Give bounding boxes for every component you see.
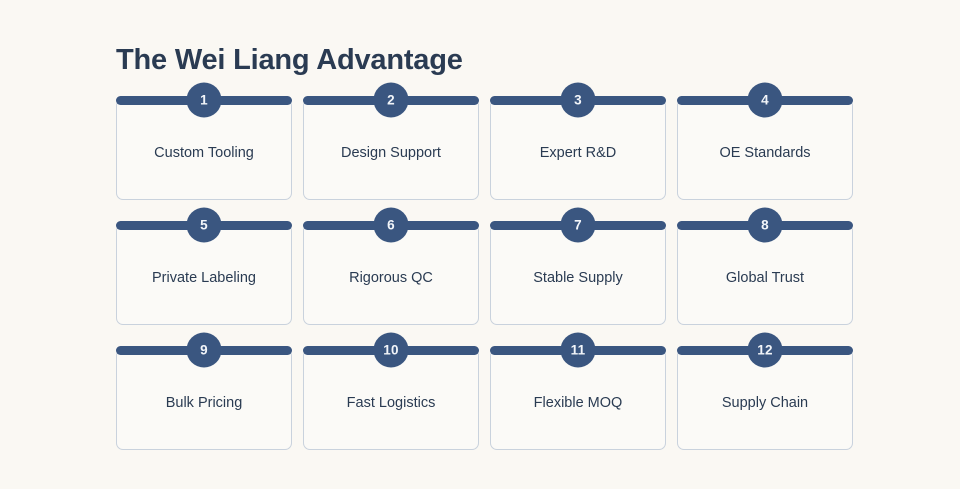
advantage-card[interactable]: 5 Private Labeling: [116, 207, 292, 325]
card-label: Bulk Pricing: [165, 395, 243, 412]
advantage-card[interactable]: 3 Expert R&D: [490, 82, 666, 200]
card-number-badge: 8: [747, 207, 783, 243]
card-number-badge: 12: [747, 332, 783, 368]
page-title: The Wei Liang Advantage: [116, 44, 463, 77]
advantage-card[interactable]: 2 Design Support: [303, 82, 479, 200]
advantage-card-grid: 1 Custom Tooling 2 Design Support 3 Expe…: [116, 82, 853, 450]
advantage-card[interactable]: 8 Global Trust: [677, 207, 853, 325]
advantage-card[interactable]: 6 Rigorous QC: [303, 207, 479, 325]
card-label: Custom Tooling: [154, 145, 254, 162]
card-number-badge: 5: [186, 207, 222, 243]
card-label: Stable Supply: [533, 270, 623, 287]
card-number-badge: 11: [560, 332, 596, 368]
card-label: Private Labeling: [152, 270, 256, 287]
advantage-card[interactable]: 9 Bulk Pricing: [116, 332, 292, 450]
card-label: Supply Chain: [721, 395, 809, 412]
card-number-badge: 9: [186, 332, 222, 368]
advantage-card[interactable]: 7 Stable Supply: [490, 207, 666, 325]
card-number-badge: 4: [747, 82, 783, 118]
card-number-badge: 10: [373, 332, 409, 368]
card-label: OE Standards: [719, 145, 811, 162]
card-number-badge: 7: [560, 207, 596, 243]
advantage-card[interactable]: 11 Flexible MOQ: [490, 332, 666, 450]
advantage-card[interactable]: 10 Fast Logistics: [303, 332, 479, 450]
card-label: Design Support: [341, 145, 441, 162]
card-label: Fast Logistics: [346, 395, 436, 412]
card-number-badge: 1: [186, 82, 222, 118]
card-label: Global Trust: [725, 270, 805, 287]
card-number-badge: 2: [373, 82, 409, 118]
card-number-badge: 6: [373, 207, 409, 243]
card-label: Flexible MOQ: [533, 395, 623, 412]
advantage-card[interactable]: 1 Custom Tooling: [116, 82, 292, 200]
advantage-card[interactable]: 4 OE Standards: [677, 82, 853, 200]
card-label: Rigorous QC: [349, 270, 433, 287]
card-label: Expert R&D: [539, 145, 617, 162]
advantage-card[interactable]: 12 Supply Chain: [677, 332, 853, 450]
card-number-badge: 3: [560, 82, 596, 118]
